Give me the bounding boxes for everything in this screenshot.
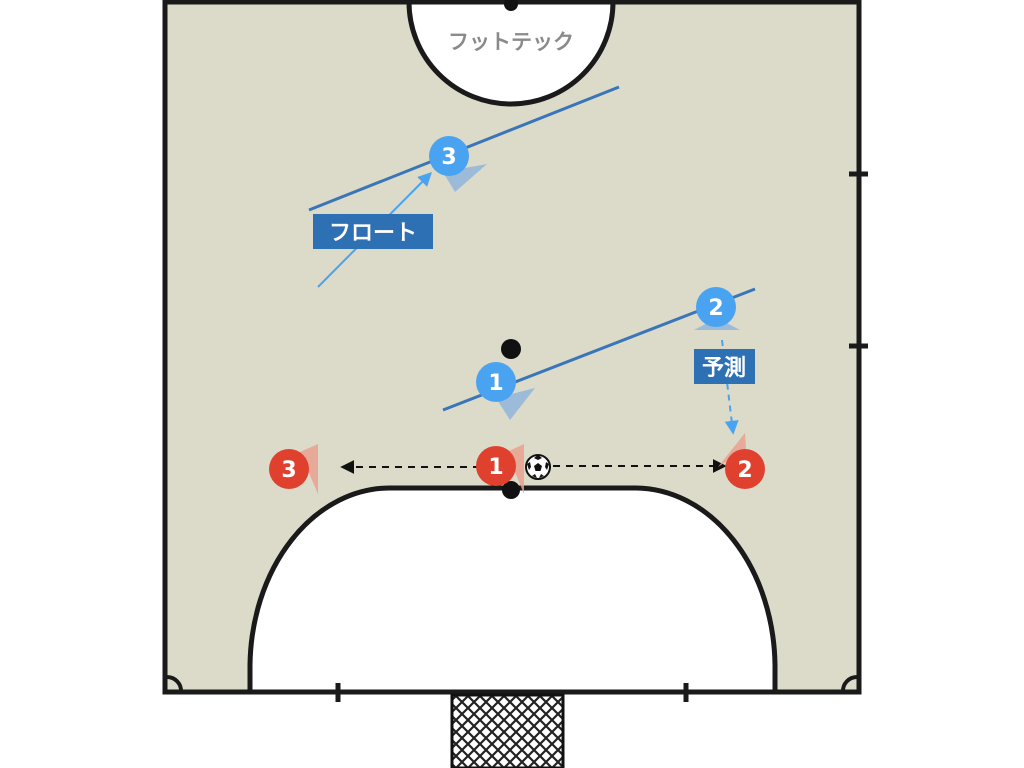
defender-2-number: 2: [708, 296, 723, 321]
attacker-1[interactable]: 1: [476, 444, 524, 494]
second-penalty-mark: [501, 339, 521, 359]
defender-1-number: 1: [488, 371, 503, 396]
defender-3-marker: [429, 136, 469, 176]
predict-label: 予測: [694, 349, 755, 384]
goal-net: [450, 693, 565, 768]
soccer-ball-icon[interactable]: [525, 454, 551, 480]
defender-2[interactable]: 2: [694, 287, 740, 330]
center-circle: [406, 0, 616, 107]
attacker-1-marker: [476, 446, 516, 486]
corner-arc-left: [166, 674, 184, 693]
attacker-2-facing-cone: [718, 433, 746, 467]
defender-1-marker: [476, 362, 516, 402]
attacker-1-number: 1: [488, 455, 503, 480]
float-label: フロート: [313, 214, 433, 249]
defender-2-marker: [696, 287, 736, 327]
attacker-2[interactable]: 2: [718, 433, 765, 489]
watermark-text: フットテック: [448, 30, 574, 54]
defender-3-number: 3: [441, 145, 456, 170]
attacker-3-marker: [269, 449, 309, 489]
attacker-2-number: 2: [737, 458, 752, 483]
float-label-text: フロート: [329, 221, 417, 246]
attacker-2-marker: [725, 449, 765, 489]
penalty-area: [247, 485, 778, 695]
court-tick-marks: [335, 171, 868, 702]
attacker-3-number: 3: [281, 458, 296, 483]
defender-3[interactable]: 3: [429, 136, 487, 192]
corner-arc-right: [840, 674, 858, 693]
defender-1[interactable]: 1: [476, 362, 535, 420]
penalty-mark: [502, 481, 520, 499]
predict-label-text: 予測: [702, 356, 746, 381]
attacker-3[interactable]: 3: [269, 444, 318, 494]
